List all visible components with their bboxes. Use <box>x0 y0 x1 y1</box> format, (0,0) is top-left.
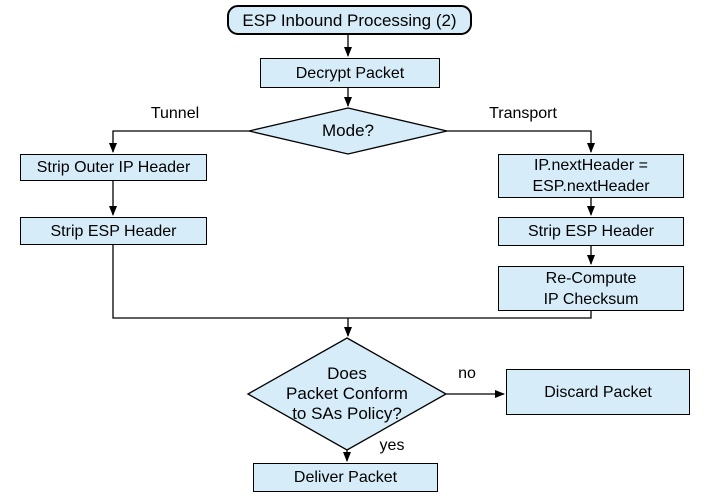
node-recompute-line1: Re-Compute <box>545 269 637 287</box>
node-strip-esp-header-tunnel: Strip ESP Header <box>20 217 207 245</box>
policy-decision-shape <box>246 337 448 451</box>
node-recompute-ip-checksum: Re-Compute IP Checksum <box>498 266 684 311</box>
edge-mode-tunnel <box>109 130 249 153</box>
node-ip-nextheader-line1: IP.nextHeader = <box>533 157 648 174</box>
edge-label-no: no <box>458 365 476 382</box>
mode-decision-shape <box>248 107 448 155</box>
edge-label-tunnel: Tunnel <box>150 105 200 122</box>
node-decrypt-packet: Decrypt Packet <box>260 58 440 88</box>
node-ip-nextheader: IP.nextHeader = ESP.nextHeader <box>498 154 684 198</box>
edge-merge-rail <box>112 245 592 319</box>
node-deliver-packet: Deliver Packet <box>253 463 438 492</box>
edge-mode-transport <box>447 130 595 153</box>
edge-label-transport: Transport <box>489 105 557 122</box>
edge-label-yes: yes <box>379 437 405 454</box>
node-ip-nextheader-line2: ESP.nextHeader <box>532 178 650 195</box>
node-discard-packet: Discard Packet <box>506 369 690 415</box>
node-start: ESP Inbound Processing (2) <box>227 5 472 35</box>
node-strip-outer-ip-header: Strip Outer IP Header <box>20 154 207 181</box>
node-strip-esp-header-transport: Strip ESP Header <box>498 217 684 246</box>
node-recompute-line2: IP Checksum <box>543 290 639 308</box>
